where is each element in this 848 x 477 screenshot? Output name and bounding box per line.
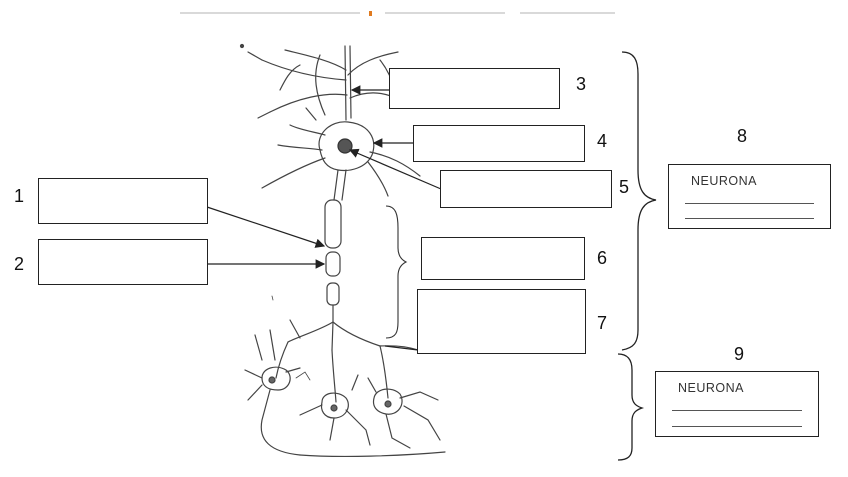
label-8: 8 bbox=[737, 126, 748, 146]
label-7: 7 bbox=[597, 313, 608, 333]
pointer-1 bbox=[206, 206, 326, 248]
answer-box-3[interactable] bbox=[389, 68, 560, 109]
label-6: 6 bbox=[597, 248, 608, 268]
label-1: 1 bbox=[14, 186, 25, 206]
header-scan-artifact bbox=[385, 12, 505, 14]
header-scan-artifact bbox=[180, 12, 360, 14]
axon-brace bbox=[385, 205, 408, 339]
brace-neuron-8 bbox=[621, 51, 657, 351]
label-2: 2 bbox=[14, 254, 25, 274]
answer-line bbox=[685, 203, 814, 204]
neurona-card-title: NEURONA bbox=[678, 381, 745, 395]
label-5: 5 bbox=[619, 177, 630, 197]
answer-box-2[interactable] bbox=[38, 239, 208, 285]
answer-line bbox=[685, 218, 814, 219]
answer-box-4[interactable] bbox=[413, 125, 585, 162]
header-scan-artifact bbox=[520, 12, 615, 14]
label-3: 3 bbox=[576, 74, 587, 94]
answer-box-6[interactable] bbox=[421, 237, 585, 280]
label-4: 4 bbox=[597, 131, 608, 151]
answer-line bbox=[672, 410, 802, 411]
neurona-card-9[interactable]: NEURONA bbox=[655, 371, 819, 437]
header-orange-mark bbox=[369, 11, 372, 16]
pointer-7 bbox=[384, 345, 419, 351]
brace-neuron-9 bbox=[617, 353, 645, 461]
answer-box-7[interactable] bbox=[417, 289, 586, 354]
answer-line bbox=[672, 426, 802, 427]
pointer-5 bbox=[348, 148, 442, 190]
neurona-card-title: NEURONA bbox=[691, 174, 758, 188]
answer-box-5[interactable] bbox=[440, 170, 612, 208]
neurona-card-8[interactable]: NEURONA bbox=[668, 164, 831, 229]
label-9: 9 bbox=[734, 344, 745, 364]
answer-box-1[interactable] bbox=[38, 178, 208, 224]
